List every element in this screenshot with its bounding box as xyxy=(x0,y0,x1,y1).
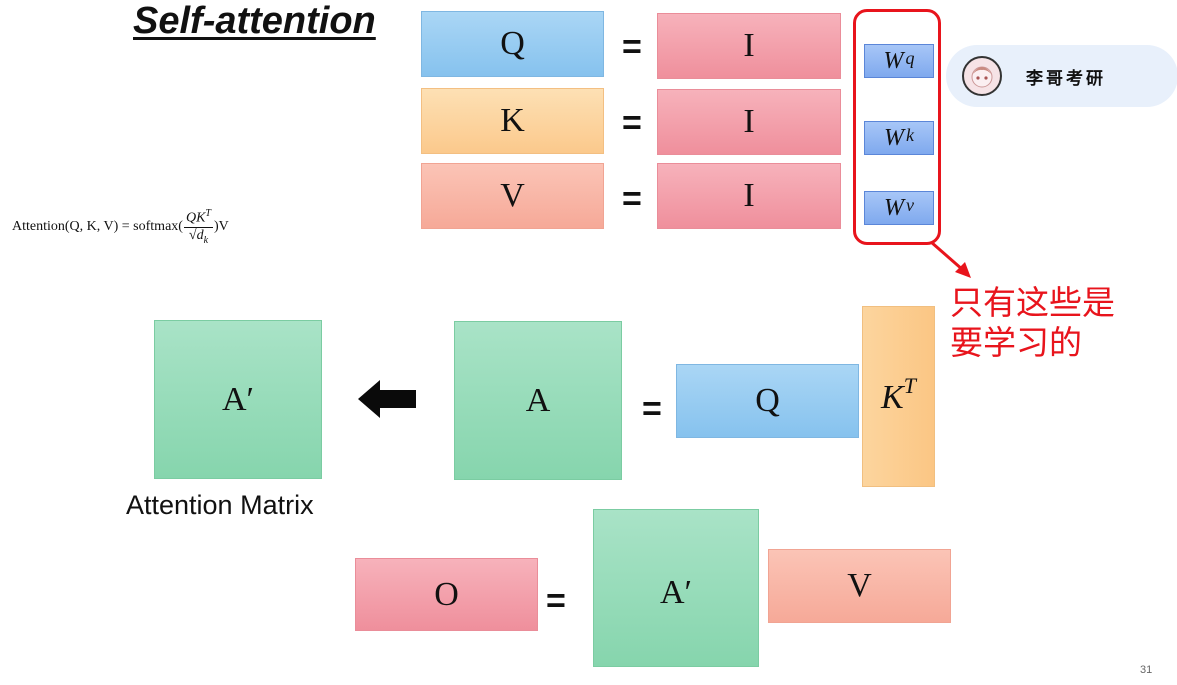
formula-fraction: QKT √dk xyxy=(184,208,213,245)
identity-box-q: I xyxy=(657,13,841,79)
attention-matrix-caption: Attention Matrix xyxy=(126,490,314,521)
equals-sign-o: = xyxy=(546,582,566,621)
equals-sign-v: = xyxy=(622,180,642,219)
page-number: 31 xyxy=(1140,664,1152,676)
red-arrow-icon xyxy=(925,236,985,286)
equals-sign-q: = xyxy=(622,28,642,67)
formula-rhs: )V xyxy=(214,219,229,235)
learnable-annotation: 只有这些是 要学习的 xyxy=(950,283,1115,363)
attention-formula: Attention(Q, K, V) = softmax( QKT √dk )V xyxy=(12,208,229,245)
formula-lhs: Attention(Q, K, V) = softmax( xyxy=(12,219,183,235)
equals-sign-a: = xyxy=(642,390,662,429)
equals-sign-k: = xyxy=(622,104,642,143)
badge-name: 李哥考研 xyxy=(1026,64,1106,89)
avatar xyxy=(962,56,1002,96)
v-box: V xyxy=(421,163,604,229)
author-badge: 李哥考研 xyxy=(946,45,1177,107)
o-box: O xyxy=(355,558,538,631)
a-prime-box: A′ xyxy=(154,320,322,479)
a-box: A xyxy=(454,321,622,480)
left-arrow-icon xyxy=(358,380,416,418)
slide-title: Self-attention xyxy=(133,0,376,43)
q-box: Q xyxy=(421,11,604,77)
q-box-attention: Q xyxy=(676,364,859,438)
a-prime-box-output: A′ xyxy=(593,509,759,667)
identity-box-v: I xyxy=(657,163,841,229)
identity-box-k: I xyxy=(657,89,841,155)
v-box-output: V xyxy=(768,549,951,623)
k-box: K xyxy=(421,88,604,154)
avatar-face-icon xyxy=(967,61,997,91)
